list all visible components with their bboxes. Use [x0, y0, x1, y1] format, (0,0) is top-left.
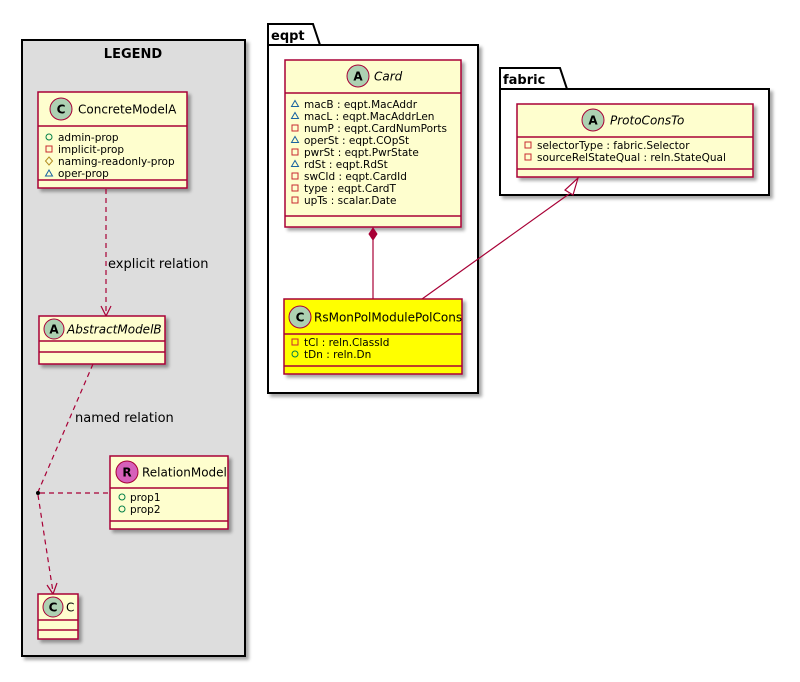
package-icon: [290, 159, 300, 167]
attribute-row: tDn : reln.Dn: [291, 349, 371, 361]
attribute-row: upTs : scalar.Date: [291, 195, 397, 207]
attribute-row: numP : eqpt.CardNumPorts: [291, 123, 447, 135]
private-icon: [45, 145, 53, 153]
private-icon: [524, 153, 532, 161]
named-relation-label: named relation: [75, 411, 174, 426]
class-abstract-model-b[interactable]: A AbstractModelB: [38, 315, 166, 365]
class-name: ConcreteModelA: [78, 103, 177, 117]
protected-icon: [44, 156, 54, 166]
class-rs-mon-pol-module-pol-cons[interactable]: C RsMonPolModulePolCons tCl : reln.Class…: [283, 298, 463, 375]
attribute-row: prop1: [118, 492, 161, 504]
public-icon: [291, 350, 299, 358]
abstract-badge-icon: A: [43, 318, 65, 340]
attribute-text: implicit-prop: [58, 144, 124, 156]
class-proto-cons-to[interactable]: A ProtoConsTo selectorType : fabric.Sele…: [516, 103, 754, 178]
relation-badge-icon: R: [115, 460, 139, 484]
attribute-row: implicit-prop: [45, 144, 124, 156]
attribute-text: operSt : eqpt.COpSt: [304, 135, 409, 147]
class-name: ProtoConsTo: [610, 114, 684, 128]
attribute-row: rdSt : eqpt.RdSt: [290, 159, 388, 171]
composition-line: [368, 227, 378, 299]
badge-letter: R: [122, 466, 131, 480]
public-icon: [118, 493, 126, 501]
attribute-row: tCl : reln.ClassId: [291, 337, 389, 349]
private-icon: [291, 196, 299, 204]
attribute-text: tDn : reln.Dn: [304, 349, 371, 361]
attribute-text: oper-prop: [58, 168, 109, 180]
attribute-row: selectorType : fabric.Selector: [524, 140, 690, 152]
class-badge-icon: C: [288, 305, 312, 329]
attribute-row: naming-readonly-prop: [44, 156, 175, 168]
package-icon: [290, 111, 300, 119]
attribute-text: type : eqpt.CardT: [304, 183, 396, 195]
attribute-text: swCId : eqpt.CardId: [304, 171, 407, 183]
package-name: eqpt: [271, 29, 305, 44]
attribute-row: oper-prop: [44, 168, 109, 180]
attribute-row: admin-prop: [45, 132, 119, 144]
private-icon: [291, 124, 299, 132]
badge-letter: C: [296, 311, 305, 325]
attribute-row: macB : eqpt.MacAddr: [290, 99, 418, 111]
class-badge-icon: C: [42, 596, 64, 618]
private-icon: [291, 338, 299, 346]
badge-letter: C: [57, 103, 66, 117]
abstract-badge-icon: A: [581, 108, 605, 132]
class-concrete-model-a[interactable]: C ConcreteModelA admin-prop implicit-pro…: [37, 91, 188, 189]
badge-letter: A: [49, 323, 59, 337]
attribute-text: pwrSt : eqpt.PwrState: [304, 147, 419, 159]
attribute-row: macL : eqpt.MacAddrLen: [290, 111, 434, 123]
attribute-text: numP : eqpt.CardNumPorts: [304, 123, 447, 135]
class-name: AbstractModelB: [66, 323, 162, 337]
attribute-text: macB : eqpt.MacAddr: [304, 99, 418, 111]
public-icon: [118, 505, 126, 513]
class-name: C: [66, 601, 74, 615]
public-icon: [45, 133, 53, 141]
attribute-text: tCl : reln.ClassId: [304, 337, 389, 349]
attribute-text: naming-readonly-prop: [58, 156, 175, 168]
attribute-row: prop2: [118, 504, 161, 516]
attribute-text: rdSt : eqpt.RdSt: [304, 159, 388, 171]
badge-letter: A: [588, 114, 598, 128]
generalization-line: [421, 176, 580, 300]
class-badge-icon: C: [49, 97, 73, 121]
package-icon: [290, 99, 300, 107]
association-point-icon: [36, 491, 40, 495]
abstract-badge-icon: A: [346, 64, 370, 88]
attribute-text: sourceRelStateQual : reln.StateQual: [537, 152, 726, 164]
attribute-row: swCId : eqpt.CardId: [291, 171, 407, 183]
class-name: RelationModel: [142, 466, 227, 480]
inheritance-triangle-icon: [564, 176, 580, 196]
class-name: RsMonPolModulePolCons: [314, 311, 462, 325]
attribute-text: macL : eqpt.MacAddrLen: [304, 111, 434, 123]
badge-letter: C: [49, 601, 58, 615]
attribute-text: admin-prop: [58, 132, 119, 144]
attribute-row: type : eqpt.CardT: [291, 183, 396, 195]
package-icon: [44, 169, 54, 177]
private-icon: [291, 184, 299, 192]
attribute-row: sourceRelStateQual : reln.StateQual: [524, 152, 726, 164]
attribute-text: prop2: [130, 504, 161, 516]
attribute-text: prop1: [130, 492, 161, 504]
class-name: Card: [374, 70, 403, 84]
class-c[interactable]: C C: [37, 593, 79, 640]
package-name: fabric: [503, 73, 545, 88]
class-relation-model[interactable]: R RelationModel prop1 prop2: [109, 455, 229, 530]
attribute-text: upTs : scalar.Date: [304, 195, 397, 207]
attribute-row: operSt : eqpt.COpSt: [290, 135, 409, 147]
private-icon: [524, 141, 532, 149]
attribute-row: pwrSt : eqpt.PwrState: [291, 147, 419, 159]
attribute-text: selectorType : fabric.Selector: [537, 140, 690, 152]
private-icon: [291, 148, 299, 156]
explicit-relation-label: explicit relation: [108, 257, 208, 272]
package-icon: [290, 135, 300, 143]
badge-letter: A: [353, 70, 363, 84]
private-icon: [291, 172, 299, 180]
legend-title: LEGEND: [104, 47, 163, 62]
